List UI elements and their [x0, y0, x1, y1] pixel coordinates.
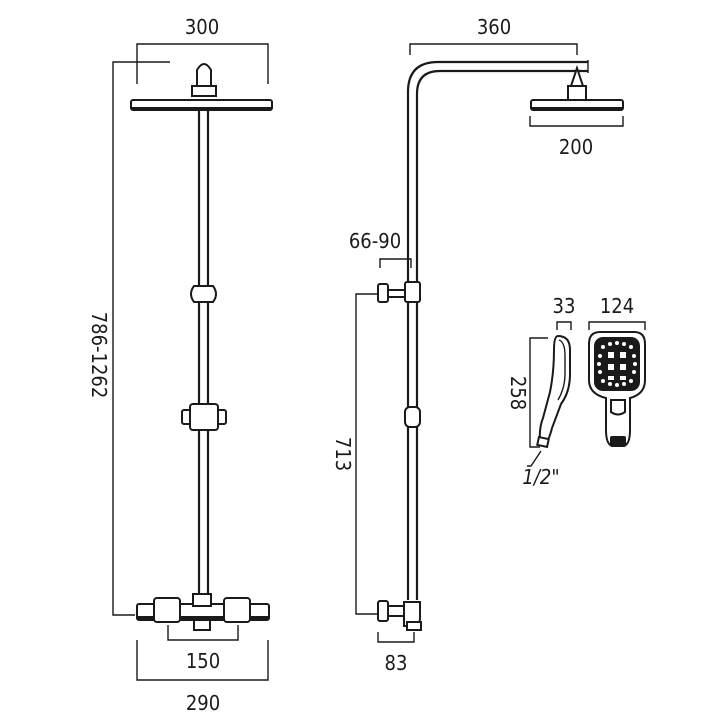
front-head-width-bracket [136, 43, 269, 84]
front-base-width-label: 290 [186, 691, 220, 715]
front-head-connector [191, 85, 217, 97]
handset-length-bracket [529, 337, 548, 448]
side-mid-holder [404, 406, 421, 428]
handset-spray-face [594, 337, 640, 391]
side-head-label: 200 [559, 135, 593, 159]
front-head-width-label: 300 [185, 15, 219, 39]
handset-view: 33 124 258 1/2" [506, 294, 646, 489]
side-wall-depth-label: 83 [385, 651, 408, 675]
front-head-swivel [196, 63, 212, 87]
handset-length-label: 258 [506, 376, 530, 410]
front-centres-bracket [167, 625, 239, 641]
side-riser-outer [406, 60, 588, 600]
side-lower-connector [387, 605, 405, 617]
side-head-connector [567, 85, 587, 101]
front-left-control [153, 597, 181, 623]
front-right-control [223, 597, 251, 623]
side-wall-depth-bracket [377, 632, 415, 643]
side-adjust-label: 66-90 [349, 229, 401, 253]
side-head-bracket [529, 116, 624, 127]
side-arm-bracket [409, 43, 578, 55]
side-column-bracket [355, 293, 378, 615]
front-bar-inlet [193, 619, 211, 631]
handset-thread-label: 1/2" [522, 465, 559, 489]
handset-width-label: 124 [600, 294, 634, 318]
front-base-width-bracket [136, 640, 269, 681]
side-upper-wall-plate [377, 283, 389, 303]
handset-width-bracket [588, 321, 646, 330]
front-riser-rail [197, 110, 210, 598]
front-centres-label: 150 [186, 649, 220, 673]
side-column-label: 713 [331, 437, 355, 471]
handset-thread-leader [527, 450, 542, 467]
side-upper-clamp [404, 281, 421, 303]
front-view: 300 786-1262 150 290 [87, 15, 273, 715]
side-lower-nut [406, 621, 422, 631]
side-lower-wall-plate [377, 600, 389, 622]
handset-spray-nozzles [597, 341, 637, 387]
handset-mode-button [610, 399, 626, 416]
front-slide-body [189, 403, 219, 431]
handset-side-connector [536, 435, 550, 449]
front-height-label: 786-1262 [87, 312, 111, 399]
front-bar-outlet [192, 593, 212, 607]
front-upper-holder [190, 285, 217, 303]
handset-depth-bracket [556, 321, 572, 330]
side-arm-label: 360 [477, 15, 511, 39]
side-view: 360 200 66-90 713 83 [331, 15, 624, 675]
front-height-bracket [112, 61, 170, 616]
side-adjust-bracket [379, 258, 412, 268]
side-riser-inner [415, 69, 588, 600]
handset-depth-label: 33 [553, 294, 576, 318]
handset-front-connector [610, 436, 626, 446]
